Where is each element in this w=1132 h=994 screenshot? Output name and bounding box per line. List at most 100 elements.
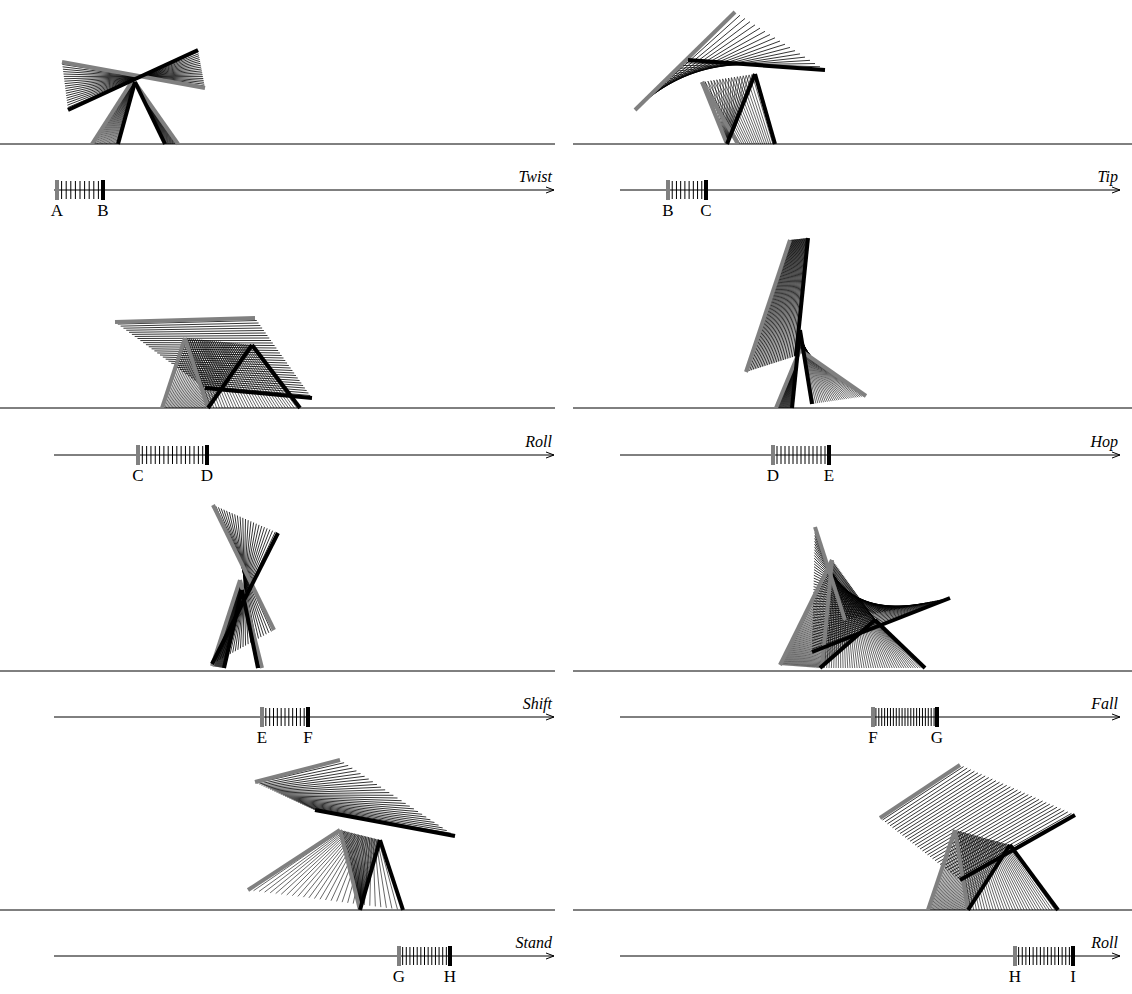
time-tick (417, 947, 418, 965)
time-tick (797, 446, 798, 464)
time-tick (881, 708, 882, 726)
ground-line (0, 408, 555, 409)
time-tick (931, 708, 932, 726)
leg-trace (134, 81, 173, 144)
time-tick (281, 708, 282, 726)
body-trace (913, 785, 1007, 843)
body-trace (751, 240, 792, 370)
time-tick (821, 446, 822, 464)
keyframe-letter: B (662, 202, 673, 219)
time-tick (269, 708, 270, 726)
start-pose (955, 830, 968, 910)
motion-name: Hop (1090, 434, 1118, 450)
time-tick (887, 708, 888, 726)
start-tick (1013, 946, 1017, 966)
time-tick (70, 181, 71, 199)
start-tick (260, 707, 264, 727)
motion-name: Roll (525, 434, 552, 450)
keyframe-letter: C (700, 202, 711, 219)
keyframe-letter: G (393, 968, 405, 985)
time-tick (925, 708, 926, 726)
start-pose (162, 338, 185, 408)
time-tick (265, 708, 266, 726)
time-tick (701, 181, 702, 199)
body-trace (950, 809, 1061, 873)
start-pose (213, 505, 274, 630)
leg-trace (242, 590, 258, 668)
start-tick (871, 707, 875, 727)
leg-trace (964, 844, 1005, 910)
leg-trace (134, 81, 169, 144)
leg-trace (242, 589, 259, 668)
time-tick (84, 181, 85, 199)
time-tick (80, 181, 81, 199)
motion-name: Roll (1091, 935, 1118, 951)
leg-trace (242, 588, 260, 669)
time-axis (54, 956, 554, 957)
start-pose (185, 338, 208, 408)
keyframe-letter: I (1070, 968, 1076, 985)
start-tick (771, 445, 775, 465)
keyframe-letter: E (824, 467, 834, 484)
motion-name: Fall (1091, 696, 1118, 712)
time-tick (676, 181, 677, 199)
end-pose (968, 845, 1010, 910)
time-axis (54, 190, 554, 191)
time-tick (1047, 947, 1048, 965)
motion-name: Twist (519, 169, 553, 185)
end-pose (800, 330, 812, 404)
body-trace (900, 778, 989, 834)
end-pose (242, 590, 258, 668)
time-tick (198, 446, 199, 464)
time-tick (907, 708, 908, 726)
leg-trace (134, 81, 171, 144)
end-pose (224, 590, 242, 668)
body-trace (149, 347, 277, 348)
time-tick (1040, 947, 1041, 965)
keyframe-letter: F (303, 729, 312, 746)
time-tick (922, 708, 923, 726)
time-axis (620, 717, 1120, 718)
time-tick (1044, 947, 1045, 965)
leg-trace (135, 82, 167, 144)
body-trace (958, 813, 1072, 878)
end-tick (205, 445, 209, 465)
body-trace (948, 807, 1058, 870)
time-tick (277, 708, 278, 726)
time-tick (1054, 947, 1055, 965)
time-tick (693, 181, 694, 199)
leg-trace (134, 81, 172, 144)
end-tick (306, 707, 310, 727)
time-tick (785, 446, 786, 464)
body-trace (953, 810, 1065, 874)
axis-arrowhead (1112, 190, 1120, 193)
end-pose (135, 82, 165, 144)
ground-line (573, 144, 1132, 145)
leg-trace (134, 81, 169, 144)
body-trace (270, 779, 369, 789)
time-tick (75, 181, 76, 199)
start-tick (397, 946, 401, 966)
ground-line (573, 671, 1132, 672)
time-tick (919, 708, 920, 726)
time-tick (155, 446, 156, 464)
time-tick (893, 708, 894, 726)
time-tick (789, 446, 790, 464)
keyframe-letter: E (257, 729, 267, 746)
end-pose (960, 815, 1075, 880)
time-axis (620, 956, 1120, 957)
time-tick (884, 708, 885, 726)
time-tick (159, 446, 160, 464)
time-tick (181, 446, 182, 464)
axis-arrowhead (546, 953, 554, 956)
time-tick (913, 708, 914, 726)
time-tick (1065, 947, 1066, 965)
body-trace (123, 326, 260, 329)
time-tick (402, 947, 403, 965)
end-tick (827, 445, 831, 465)
time-tick (934, 708, 935, 726)
time-tick (910, 708, 911, 726)
time-axis (620, 455, 1120, 456)
